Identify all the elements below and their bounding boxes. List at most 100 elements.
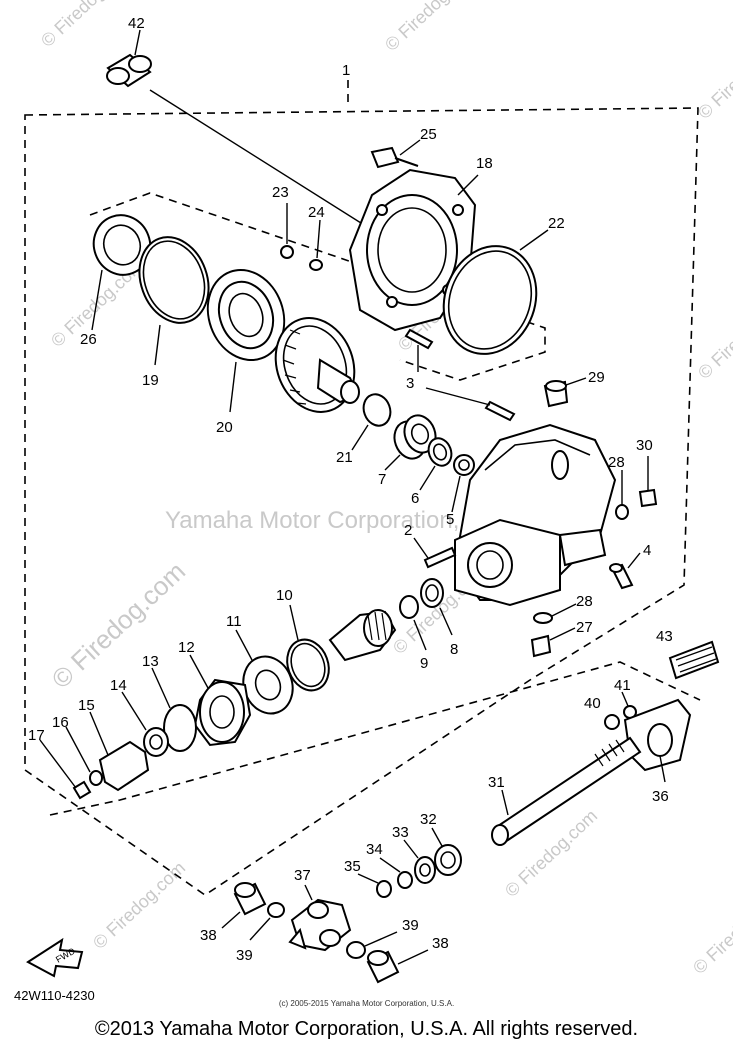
copyright-notice: ©2013 Yamaha Motor Corporation, U.S.A. A… [94,1018,639,1040]
part-28-washer-lower [533,603,577,624]
callout: 6 [411,490,419,507]
part-32-oil-seal [431,827,462,876]
callout: 13 [142,653,159,670]
callout: 22 [548,215,565,232]
fwd-arrow-icon: FWD [26,937,84,978]
callout: 38 [200,927,217,944]
callout: 26 [80,331,97,348]
callout: 38 [432,935,449,952]
part-8-bearing [420,578,453,636]
part-21-shim [351,393,392,451]
callout: 33 [392,824,409,841]
callout: 39 [236,947,253,964]
callout: 8 [450,641,458,658]
part-14-oil-seal [121,691,169,757]
callout: 23 [272,184,289,201]
callout: 15 [78,697,95,714]
callout: 40 [584,695,601,712]
part-20-bearing [206,268,286,413]
pinion-gear [328,609,397,662]
part-35-washer [357,873,392,898]
callout: 2 [404,522,412,539]
watermark-tile: © Firedog.com [694,288,733,383]
callout: 30 [636,437,653,454]
callout: 42 [128,15,145,32]
part-3-stud [404,328,516,422]
callout: 32 [420,811,437,828]
callout: 24 [308,204,325,221]
part-37-universal-joint [288,884,352,952]
callout: 3 [406,375,414,392]
diagram-code: 42W110-4230 [14,988,95,1003]
part-22-o-ring [442,229,549,355]
callout: 37 [294,867,311,884]
part-5-collar [451,454,475,513]
small-copyright: (c) 2005-2015 Yamaha Motor Corporation, … [278,999,455,1008]
callout: 28 [608,454,625,471]
ring-gear [274,317,360,413]
part-41-nut [621,691,637,719]
callout: 28 [576,593,593,610]
part-12-bearing-housing [189,654,252,747]
callout: 10 [276,587,293,604]
callout: 34 [366,841,383,858]
part-24-washer [309,219,323,271]
callout: 18 [476,155,493,172]
callout: 1 [342,62,350,79]
callout: 14 [110,677,127,694]
shaft-boundary [49,661,701,816]
watermark-tile: © Firedog.com [381,0,481,55]
callout: 25 [420,126,437,143]
part-7-bearing [384,414,437,471]
part-30-bolt [638,456,658,508]
part-27-plug [530,627,576,658]
watermark-tile: © Firedog.com [37,0,137,51]
part-18-bearing-housing [348,168,479,332]
part-4-pin [609,552,641,590]
callout: 17 [28,727,45,744]
callout: 19 [142,372,159,389]
part-6-washer [419,437,453,491]
callout: 27 [576,619,593,636]
final-drive-housing [453,423,617,607]
part-23-nut [280,203,294,259]
part-42-bushing [106,29,381,236]
part-33-spacer [403,839,436,884]
assembly-boundary [24,80,701,896]
part-26-oil-seal [91,214,152,331]
callout: 43 [656,628,673,645]
part-2-stud [413,537,457,569]
part-34-circlip [379,857,413,889]
callout: 12 [178,639,195,656]
callout: 20 [216,419,233,436]
part-38-bushing-right [366,949,429,984]
callout: 5 [446,511,454,528]
part-13-o-ring [151,667,197,752]
callout: 39 [402,917,419,934]
part-15-boot [89,711,150,792]
part-29-plug [543,377,587,408]
callout: 16 [52,714,69,731]
part-38-bushing-left [221,882,267,929]
part-17-nut [39,739,92,800]
callout: 7 [378,471,386,488]
callout: 4 [643,542,651,559]
main-assembly-boundary [24,107,699,896]
part-43-label [668,640,720,680]
part-28-washer-upper [615,470,629,520]
part-36-flange [623,698,692,783]
callout: 41 [614,677,631,694]
subassembly-boundary [89,192,546,381]
watermark-tile: © Firedog.com [689,883,733,978]
callout: 21 [336,449,353,466]
watermark-tile: © Firedog.com [89,858,189,953]
part-19-o-ring [138,236,210,366]
part-39-circlip-left [249,902,285,941]
watermark-tile: © Firedog.com [694,28,733,123]
callout: 29 [588,369,605,386]
callout: 31 [488,774,505,791]
callout: 36 [652,788,669,805]
part-31-drive-shaft [491,736,642,846]
callouts: 1 2 3 4 5 6 7 8 9 10 11 12 13 14 15 16 1… [28,15,673,964]
